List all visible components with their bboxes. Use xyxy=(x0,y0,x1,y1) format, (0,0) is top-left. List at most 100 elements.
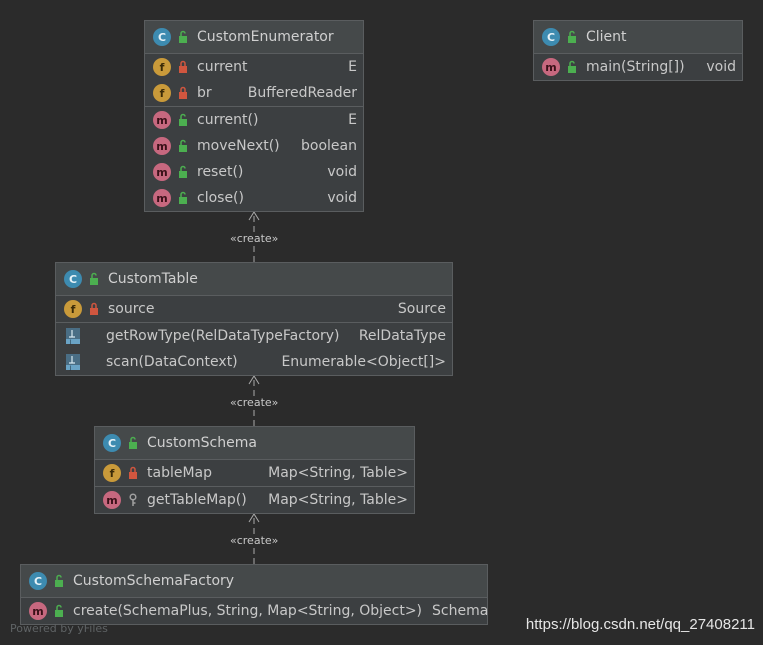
field-name: br xyxy=(197,85,212,101)
public-lock-icon xyxy=(129,436,137,449)
class-client[interactable]: C Client m main(String[]) void xyxy=(533,20,743,81)
class-custom-schema-factory[interactable]: C CustomSchemaFactory m create(SchemaPlu… xyxy=(20,564,488,625)
fields-section: f current E f br BufferedReader xyxy=(145,54,363,107)
method-row[interactable]: m create(SchemaPlus, String, Map<String,… xyxy=(21,598,489,624)
public-lock-icon xyxy=(568,30,576,43)
method-type: void xyxy=(706,59,736,75)
create-label-2: «create» xyxy=(230,396,279,409)
public-lock-icon xyxy=(179,113,187,126)
method-type: Schema xyxy=(432,603,489,619)
method-row[interactable]: m close() void xyxy=(145,185,363,211)
create-label-1: «create» xyxy=(230,232,279,245)
method-icon: m xyxy=(153,111,171,129)
method-type: E xyxy=(348,112,357,128)
class-name: Client xyxy=(586,29,627,45)
svg-text:J: J xyxy=(69,366,71,372)
method-type: void xyxy=(327,190,357,206)
class-header[interactable]: C Client xyxy=(534,21,742,54)
method-icon: m xyxy=(153,163,171,181)
watermark-url: https://blog.csdn.net/qq_27408211 xyxy=(525,616,755,633)
class-custom-table[interactable]: C CustomTable f source Source J getRowTy… xyxy=(55,262,453,376)
class-icon: C xyxy=(153,28,171,46)
class-name: CustomEnumerator xyxy=(197,29,334,45)
field-row[interactable]: f tableMap Map<String, Table> xyxy=(95,460,414,486)
public-lock-icon xyxy=(179,139,187,152)
methods-section: J getRowType(RelDataTypeFactory) RelData… xyxy=(56,323,452,375)
class-name: CustomTable xyxy=(108,271,198,287)
field-icon: f xyxy=(64,300,82,318)
field-icon: f xyxy=(103,464,121,482)
field-type: Source xyxy=(397,301,446,317)
method-name: getTableMap() xyxy=(147,492,247,508)
powered-by-label: Powered by yFiles xyxy=(10,622,108,635)
method-row[interactable]: m current() E xyxy=(145,107,363,133)
public-lock-icon xyxy=(179,191,187,204)
field-type: Map<String, Table> xyxy=(268,465,408,481)
class-custom-enumerator[interactable]: C CustomEnumerator f current E f br Buff… xyxy=(144,20,364,212)
class-custom-schema[interactable]: C CustomSchema f tableMap Map<String, Ta… xyxy=(94,426,415,514)
field-row[interactable]: f current E xyxy=(145,54,363,80)
field-row[interactable]: f br BufferedReader xyxy=(145,80,363,106)
methods-section: m current() E m moveNext() boolean m res… xyxy=(145,107,363,211)
fields-section: f source Source xyxy=(56,296,452,323)
method-row[interactable]: J scan(DataContext) Enumerable<Object[]> xyxy=(56,349,452,375)
private-lock-icon xyxy=(179,86,187,99)
arrowhead-enumerator xyxy=(248,211,260,221)
class-icon: C xyxy=(64,270,82,288)
public-lock-icon xyxy=(179,165,187,178)
method-row[interactable]: m moveNext() boolean xyxy=(145,133,363,159)
public-lock-icon xyxy=(55,604,63,617)
private-lock-icon xyxy=(179,60,187,73)
method-name: moveNext() xyxy=(197,138,280,154)
method-row[interactable]: m reset() void xyxy=(145,159,363,185)
method-icon: m xyxy=(153,189,171,207)
public-lock-icon xyxy=(179,30,187,43)
runnable-class-icon: C xyxy=(542,28,560,46)
field-type: BufferedReader xyxy=(247,85,357,101)
methods-section: m create(SchemaPlus, String, Map<String,… xyxy=(21,598,489,624)
method-type: Enumerable<Object[]> xyxy=(281,354,446,370)
methods-section: m getTableMap() Map<String, Table> xyxy=(95,487,414,513)
java-method-icon: J xyxy=(66,328,80,346)
svg-text:J: J xyxy=(69,340,71,346)
public-lock-icon xyxy=(568,60,576,73)
method-name: getRowType(RelDataTypeFactory) xyxy=(106,328,340,344)
java-method-icon: J xyxy=(66,354,80,372)
class-header[interactable]: C CustomEnumerator xyxy=(145,21,363,54)
class-name: CustomSchema xyxy=(147,435,257,451)
public-lock-icon xyxy=(55,574,63,587)
field-name: tableMap xyxy=(147,465,213,481)
field-row[interactable]: f source Source xyxy=(56,296,452,322)
field-name: current xyxy=(197,59,248,75)
method-row[interactable]: m main(String[]) void xyxy=(534,54,742,80)
class-header[interactable]: C CustomTable xyxy=(56,263,452,296)
method-name: main(String[]) xyxy=(586,59,685,75)
class-header[interactable]: C CustomSchema xyxy=(95,427,414,460)
method-name: close() xyxy=(197,190,244,206)
method-row[interactable]: m getTableMap() Map<String, Table> xyxy=(95,487,414,513)
arrowhead-table xyxy=(248,375,260,385)
static-method-icon: m xyxy=(542,58,560,76)
method-name: create(SchemaPlus, String, Map<String, O… xyxy=(73,603,423,619)
class-icon: C xyxy=(29,572,47,590)
fields-section: f tableMap Map<String, Table> xyxy=(95,460,414,487)
methods-section: m main(String[]) void xyxy=(534,54,742,80)
class-name: CustomSchemaFactory xyxy=(73,573,235,589)
method-type: RelDataType xyxy=(358,328,446,344)
protected-key-icon xyxy=(129,493,137,506)
private-lock-icon xyxy=(129,466,137,479)
method-name: current() xyxy=(197,112,259,128)
arrowhead-schema xyxy=(248,513,260,523)
method-name: reset() xyxy=(197,164,244,180)
method-type: void xyxy=(327,164,357,180)
field-icon: f xyxy=(153,58,171,76)
field-icon: f xyxy=(153,84,171,102)
method-row[interactable]: J getRowType(RelDataTypeFactory) RelData… xyxy=(56,323,452,349)
public-lock-icon xyxy=(90,272,98,285)
method-icon: m xyxy=(153,137,171,155)
field-name: source xyxy=(108,301,155,317)
private-lock-icon xyxy=(90,302,98,315)
class-header[interactable]: C CustomSchemaFactory xyxy=(21,565,487,598)
method-name: scan(DataContext) xyxy=(106,354,238,370)
method-icon: m xyxy=(29,602,47,620)
